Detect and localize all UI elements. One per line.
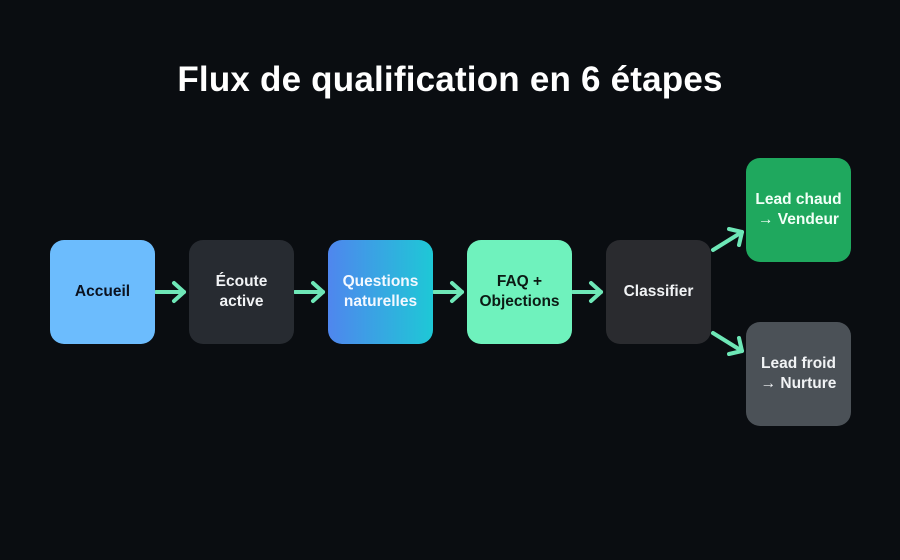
- node-label: Écoute active: [215, 273, 268, 310]
- node-lead-chaud: Lead chaud → Vendeur: [746, 158, 851, 262]
- node-classifier: Classifier: [606, 240, 711, 344]
- diagram-title: Flux de qualification en 6 étapes: [177, 60, 723, 99]
- node-ecoute-active: Écoute active: [189, 240, 294, 344]
- node-accueil: Accueil: [50, 240, 155, 344]
- node-label: FAQ + Objections: [479, 273, 560, 310]
- arrow-icon: [293, 281, 325, 303]
- arrow-up-right-icon: [711, 227, 744, 252]
- arrow-icon: [432, 281, 464, 303]
- node-faq-objections: FAQ + Objections: [467, 240, 572, 344]
- arrow-icon: [154, 281, 186, 303]
- node-label: Classifier: [623, 283, 694, 300]
- node-questions-naturelles: Questions naturelles: [328, 240, 433, 344]
- node-label: Lead chaud → Vendeur: [755, 191, 842, 228]
- node-lead-froid: Lead froid → Nurture: [746, 322, 851, 426]
- node-label: Questions naturelles: [342, 273, 419, 310]
- arrow-down-right-icon: [711, 331, 744, 356]
- node-label: Accueil: [74, 283, 131, 300]
- arrow-icon: [571, 281, 603, 303]
- node-label: Lead froid → Nurture: [760, 355, 837, 392]
